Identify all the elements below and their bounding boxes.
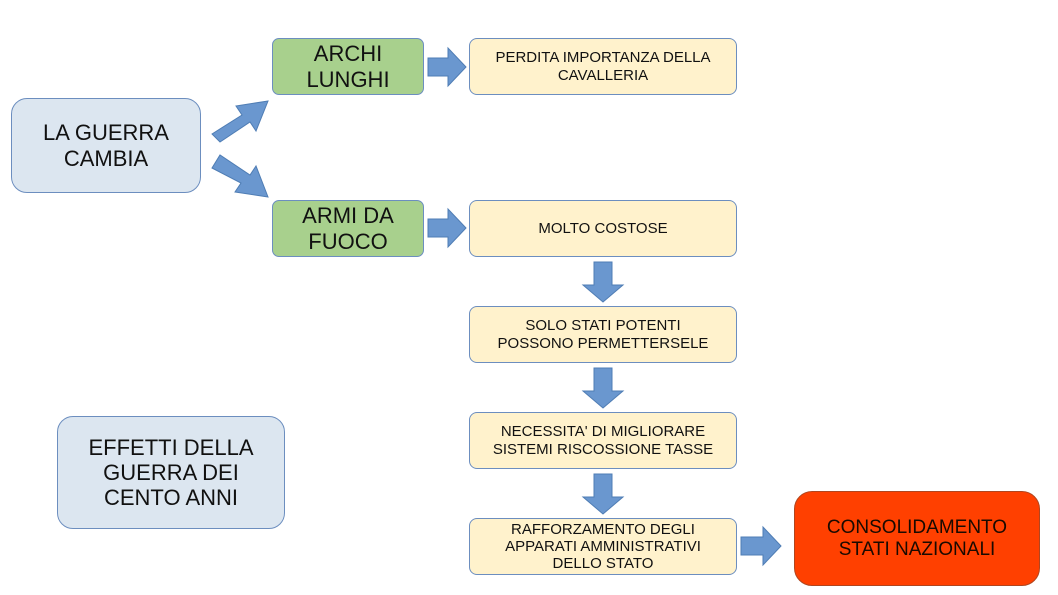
node-archi-lunghi: ARCHI LUNGHI — [272, 38, 424, 95]
arrow-solo-to-necessita — [581, 367, 625, 409]
arrow-necessita-to-rafforzamento — [581, 473, 625, 515]
node-la-guerra-cambia-label: LA GUERRA CAMBIA — [43, 120, 169, 171]
node-solo-stati-potenti-label: SOLO STATI POTENTI POSSONO PERMETTERSELE — [497, 317, 709, 352]
node-necessita-tasse: NECESSITA' DI MIGLIORARE SISTEMI RISCOSS… — [469, 412, 737, 469]
node-armi-da-fuoco: ARMI DA FUOCO — [272, 200, 424, 257]
arrow-armi-to-costose — [427, 207, 467, 249]
node-necessita-tasse-label: NECESSITA' DI MIGLIORARE SISTEMI RISCOSS… — [492, 423, 714, 458]
arrow-costose-to-solo — [581, 261, 625, 303]
node-la-guerra-cambia: LA GUERRA CAMBIA — [11, 98, 201, 193]
node-archi-lunghi-label: ARCHI LUNGHI — [306, 41, 390, 92]
arrow-rafforzamento-to-consolidamento — [740, 525, 782, 567]
node-perdita-cavalleria: PERDITA IMPORTANZA DELLA CAVALLERIA — [469, 38, 737, 95]
node-molto-costose-label: MOLTO COSTOSE — [538, 219, 668, 237]
node-armi-da-fuoco-label: ARMI DA FUOCO — [302, 203, 394, 254]
node-effetti-guerra-label: EFFETTI DELLA GUERRA DEI CENTO ANNI — [88, 434, 254, 511]
node-rafforzamento-label: RAFFORZAMENTO DEGLI APPARATI AMMINISTRAT… — [505, 520, 701, 573]
node-rafforzamento: RAFFORZAMENTO DEGLI APPARATI AMMINISTRAT… — [469, 518, 737, 575]
node-perdita-cavalleria-label: PERDITA IMPORTANZA DELLA CAVALLERIA — [495, 49, 711, 84]
node-solo-stati-potenti: SOLO STATI POTENTI POSSONO PERMETTERSELE — [469, 306, 737, 363]
arrow-archi-to-perdita — [427, 46, 467, 88]
node-molto-costose: MOLTO COSTOSE — [469, 200, 737, 257]
node-consolidamento: CONSOLIDAMENTO STATI NAZIONALI — [794, 491, 1040, 586]
arrow-cambia-to-archi — [211, 100, 269, 143]
node-consolidamento-label: CONSOLIDAMENTO STATI NAZIONALI — [826, 516, 1008, 560]
node-effetti-guerra: EFFETTI DELLA GUERRA DEI CENTO ANNI — [57, 416, 285, 529]
arrow-cambia-to-armi — [211, 154, 269, 198]
